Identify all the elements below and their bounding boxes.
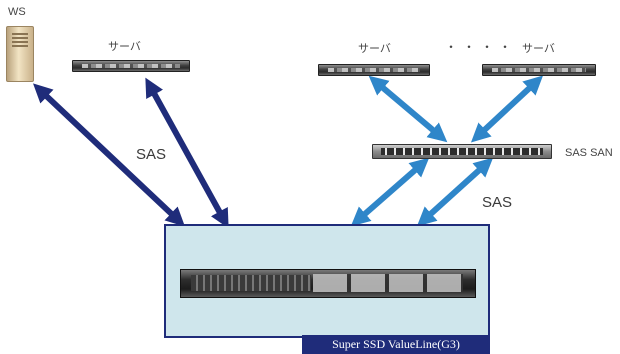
storage-panel bbox=[164, 224, 490, 338]
sas-right-label: SAS bbox=[482, 194, 513, 211]
arrow-switch-storage-1 bbox=[350, 157, 430, 227]
server-left-icon bbox=[72, 60, 190, 72]
server-right-label: サーバ bbox=[522, 43, 555, 55]
arrow-server-mid-switch bbox=[368, 75, 448, 143]
sas-left-label: SAS bbox=[136, 146, 167, 163]
arrow-server-storage bbox=[145, 77, 229, 229]
arrow-switch-storage-2 bbox=[416, 157, 494, 227]
server-right-icon bbox=[482, 64, 596, 76]
ws-label: WS bbox=[8, 6, 26, 18]
sas-san-label: SAS SAN bbox=[565, 147, 613, 159]
server-mid-icon bbox=[318, 64, 430, 76]
arrow-server-right-switch bbox=[470, 75, 544, 143]
storage-unit-icon bbox=[180, 269, 476, 298]
server-left-label: サーバ bbox=[108, 41, 141, 53]
server-mid-label: サーバ bbox=[358, 43, 391, 55]
workstation-icon bbox=[6, 26, 34, 82]
storage-product-label: Super SSD ValueLine(G3) bbox=[302, 335, 490, 354]
ellipsis-dots: ・・・・ bbox=[445, 40, 518, 54]
sas-switch-icon bbox=[372, 144, 552, 159]
